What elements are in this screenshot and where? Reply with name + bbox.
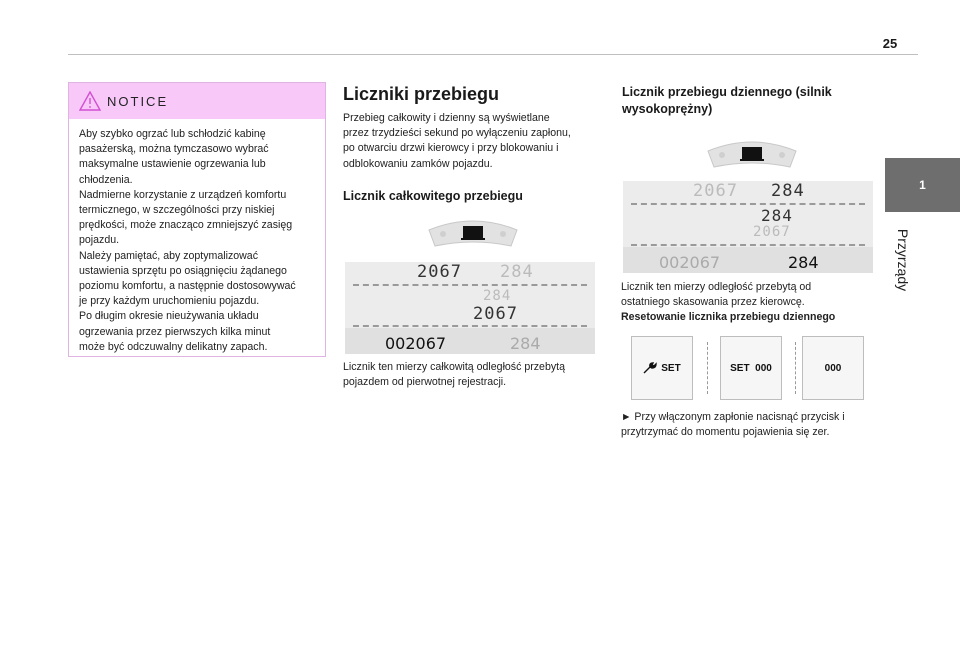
notice-line: pasażerską, można tymczasowo wybrać <box>79 143 269 156</box>
instrument-cluster-icon <box>704 137 800 171</box>
reset-steps: SET SET 000 000 <box>631 336 864 400</box>
button-label: SET <box>661 362 681 374</box>
display-total-top: 2067 <box>417 262 462 282</box>
notice-line: termicznego, w szczególności przy niskie… <box>79 204 275 217</box>
display-bottom-strip <box>345 328 595 354</box>
heading-line: Licznik przebiegu dziennego (silnik <box>622 85 832 99</box>
notice-box: NOTICE Aby szybko ogrzać lub schłodzić k… <box>68 82 326 357</box>
notice-line: ogrzewania przez pierwszych kilka minut <box>79 325 271 338</box>
notice-line: może być odczuwalny delikatny zapach. <box>79 340 268 353</box>
notice-line: poziomu komfortu, a następnie dostosowyw… <box>79 280 296 293</box>
display-total-top: 2067 <box>693 181 738 201</box>
display-trip-value: 284 <box>510 334 541 353</box>
notice-line: maksymalne ustawienie ogrzewania lub <box>79 158 266 171</box>
display-trip-top: 284 <box>500 262 534 282</box>
instrument-cluster-icon <box>425 216 521 250</box>
total-odometer-display: 2067 284 284 2067 002067 284 <box>345 262 595 354</box>
trip-odometer-heading: Licznik przebiegu dziennego (silnik wyso… <box>622 84 877 118</box>
display-trip-mid: 284 <box>761 206 793 225</box>
total-odometer-heading: Licznik całkowitego przebiegu <box>343 188 523 203</box>
display-divider <box>353 284 587 286</box>
notice-line: Aby szybko ogrzać lub schłodzić kabinę <box>79 128 266 140</box>
caption-line: Licznik ten mierzy całkowitą odległość p… <box>343 361 565 373</box>
header-rule <box>68 54 918 55</box>
reset-step-set[interactable]: SET <box>631 336 693 400</box>
chapter-label: Przyrządy <box>895 228 911 292</box>
display-divider <box>353 325 587 327</box>
notice-line: pojazdu. <box>79 234 120 247</box>
section-heading: Liczniki przebiegu <box>343 84 500 104</box>
trip-odometer-display: 2067 284 284 2067 002067 284 <box>623 181 873 273</box>
trip-odometer-section: Licznik przebiegu dziennego (silnik wyso… <box>622 84 877 118</box>
wrench-icon <box>643 362 657 374</box>
notice-title: NOTICE <box>107 93 169 109</box>
display-total-mid: 2067 <box>753 224 791 240</box>
caption-line: ostatniego skasowania przez kierowcę. <box>621 296 805 309</box>
intro-line: odblokowaniu zamków pojazdu. <box>343 157 493 170</box>
notice-line: Po długim okresie nieużywania układu <box>79 310 259 323</box>
odometers-section: Liczniki przebiegu Przebieg całkowity i … <box>343 84 598 205</box>
display-trip-top: 284 <box>771 181 805 201</box>
reset-step-000[interactable]: 000 <box>802 336 864 400</box>
step-separator <box>707 342 708 394</box>
instruction-line: przytrzymać do momentu pojawienia się ze… <box>621 426 830 439</box>
button-label: SET 000 <box>730 362 772 374</box>
notice-header: NOTICE <box>69 83 325 119</box>
caption-line: pojazdem od pierwotnej rejestracji. <box>343 376 507 389</box>
display-bottom-strip <box>623 247 873 273</box>
display-divider <box>631 203 865 205</box>
display-total-mid: 2067 <box>473 304 518 324</box>
notice-line: Należy pamiętać, aby zoptymalizować <box>79 249 258 262</box>
notice-line: prędkości, może znacząco zmniejszyć zasi… <box>79 219 293 232</box>
warning-icon <box>79 91 101 111</box>
display-trip-mid: 284 <box>483 288 512 304</box>
display-trip-value: 284 <box>788 253 819 272</box>
button-label: 000 <box>824 362 842 374</box>
intro-line: po otwarciu drzwi kierowcy i przy blokow… <box>343 142 559 155</box>
display-total-value: 002067 <box>659 253 721 272</box>
notice-line: ustawienia sprzętu po osiągnięciu żądane… <box>79 264 287 277</box>
caption-line: Licznik ten mierzy odległość przebytą od <box>621 281 812 293</box>
step-separator <box>795 342 796 394</box>
notice-line: je przy każdym uruchomieniu pojazdu. <box>79 295 260 308</box>
reset-step-set-000[interactable]: SET 000 <box>720 336 782 400</box>
intro-line: przez trzydzieści sekund po wyłączeniu z… <box>343 127 571 140</box>
display-total-value: 002067 <box>385 334 447 353</box>
intro-paragraph: Przebieg całkowity i dzienny są wyświetl… <box>343 111 598 172</box>
notice-line: chłodzenia. <box>79 173 133 186</box>
instruction-line: ► Przy włączonym zapłonie nacisnąć przyc… <box>621 411 845 423</box>
trip-odometer-caption: Licznik ten mierzy odległość przebytą od… <box>621 280 879 326</box>
display-divider <box>631 244 865 246</box>
reset-instruction: ► Przy włączonym zapłonie nacisnąć przyc… <box>621 410 879 440</box>
heading-line: wysokoprężny) <box>622 102 713 116</box>
page-number: 25 <box>882 36 898 51</box>
notice-line: Nadmierne korzystanie z urządzeń komfort… <box>79 188 287 201</box>
notice-text: Aby szybko ogrzać lub schłodzić kabinę p… <box>69 119 325 355</box>
total-odometer-caption: Licznik ten mierzy całkowitą odległość p… <box>343 360 598 390</box>
chapter-label-wrap: Przyrządy <box>893 222 913 302</box>
chapter-tab[interactable]: 1 <box>885 158 960 212</box>
intro-line: Przebieg całkowity i dzienny są wyświetl… <box>343 112 550 124</box>
reset-heading: Resetowanie licznika przebiegu dziennego <box>621 311 836 324</box>
